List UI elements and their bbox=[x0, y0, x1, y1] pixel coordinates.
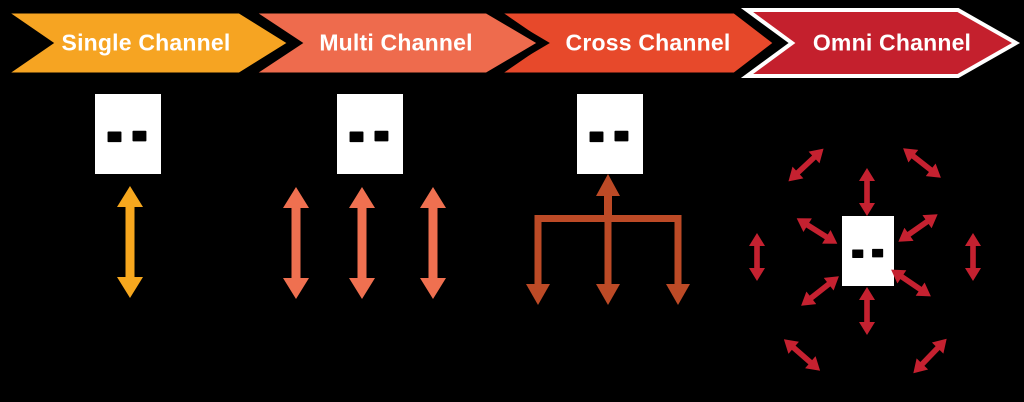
two-way-arrow bbox=[117, 186, 143, 298]
cross-channel-branching-arrows bbox=[524, 170, 692, 307]
walking-shopper-icon bbox=[583, 101, 637, 167]
cross-channel-label: Cross Channel bbox=[565, 29, 731, 56]
horizontal-bar bbox=[534, 215, 682, 222]
two-way-arrow-down bbox=[859, 287, 875, 335]
two-way-arrow-ne bbox=[894, 208, 942, 249]
omni-channel-label: Omni Channel bbox=[812, 29, 972, 56]
down-arrow bbox=[526, 284, 550, 305]
two-way-arrow-outer-bottom-left bbox=[779, 333, 826, 377]
up-arrow bbox=[596, 174, 620, 215]
multi-channel-label: Multi Channel bbox=[319, 29, 473, 56]
walking-shopper-icon bbox=[847, 225, 890, 278]
omni-channel-customer bbox=[842, 216, 894, 286]
two-way-arrow-nw bbox=[792, 211, 841, 250]
walking-shopper-icon bbox=[343, 101, 397, 167]
walking-shopper-icon bbox=[101, 101, 155, 167]
two-way-arrow-sw bbox=[796, 270, 844, 312]
single-channel-label: Single Channel bbox=[61, 29, 231, 56]
down-arrow bbox=[666, 284, 690, 305]
down-arrow bbox=[596, 284, 620, 305]
two-way-arrow-up bbox=[859, 168, 875, 216]
two-way-arrow-outer-left bbox=[749, 233, 765, 281]
cross-channel-customer bbox=[577, 94, 643, 174]
two-way-arrow-outer-right bbox=[965, 233, 981, 281]
banner-chevrons bbox=[0, 6, 1021, 80]
two-way-arrow-outer-top-left bbox=[783, 143, 829, 187]
two-way-arrow-outer-bottom-right bbox=[908, 333, 953, 379]
two-way-arrow bbox=[349, 187, 375, 299]
two-way-arrow bbox=[283, 187, 309, 299]
omni-channel-banner-shape bbox=[740, 7, 1021, 78]
single-channel-banner-shape bbox=[0, 6, 300, 80]
two-way-arrow-outer-top-right bbox=[898, 142, 946, 184]
two-way-arrow bbox=[420, 187, 446, 299]
multi-channel-customer bbox=[337, 94, 403, 174]
single-channel-customer bbox=[95, 94, 161, 174]
